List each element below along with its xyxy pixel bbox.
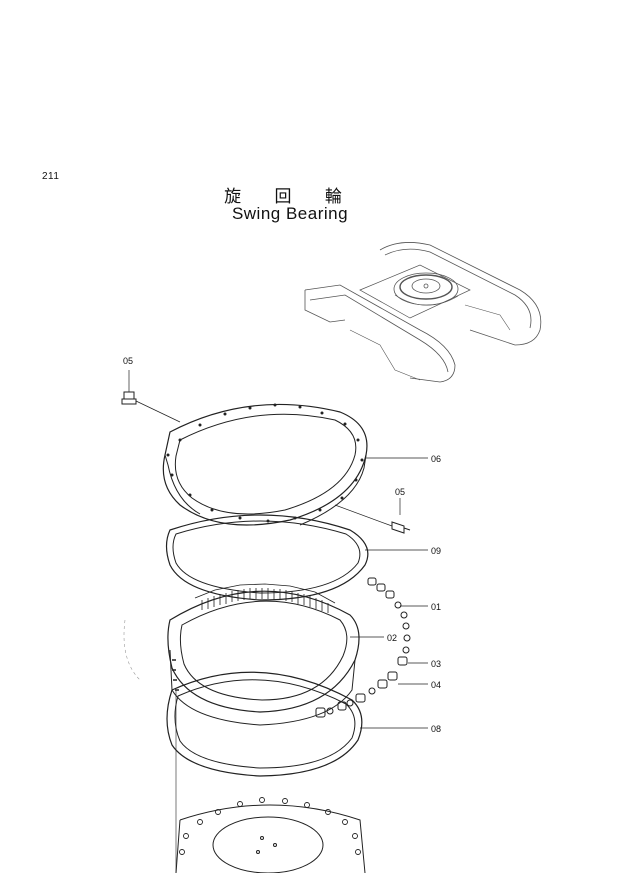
page-number: 211 bbox=[42, 171, 60, 182]
callout-05-top: 05 bbox=[123, 356, 133, 366]
callout-06: 06 bbox=[431, 454, 441, 464]
undercarriage-inset-drawing bbox=[304, 242, 542, 383]
callout-01: 01 bbox=[431, 602, 441, 612]
callout-03: 03 bbox=[431, 659, 441, 669]
callout-04: 04 bbox=[431, 680, 441, 690]
callout-08: 08 bbox=[431, 724, 441, 734]
seal-09 bbox=[165, 514, 428, 601]
grease-nipple-05-top bbox=[121, 370, 181, 423]
balls-rollers bbox=[315, 577, 428, 718]
hidden-outline bbox=[123, 619, 141, 681]
outer-ring-06 bbox=[162, 403, 428, 526]
inner-ring-02 bbox=[167, 583, 384, 726]
callout-05-right: 05 bbox=[395, 487, 405, 497]
title-japanese: 旋 回 輪 bbox=[224, 187, 356, 207]
callout-02: 02 bbox=[387, 633, 397, 643]
swing-frame-base bbox=[175, 797, 366, 873]
title-english: Swing Bearing bbox=[231, 204, 349, 223]
grease-nipple-05-right bbox=[334, 498, 411, 534]
callout-09: 09 bbox=[431, 546, 441, 556]
seal-08 bbox=[166, 671, 428, 777]
